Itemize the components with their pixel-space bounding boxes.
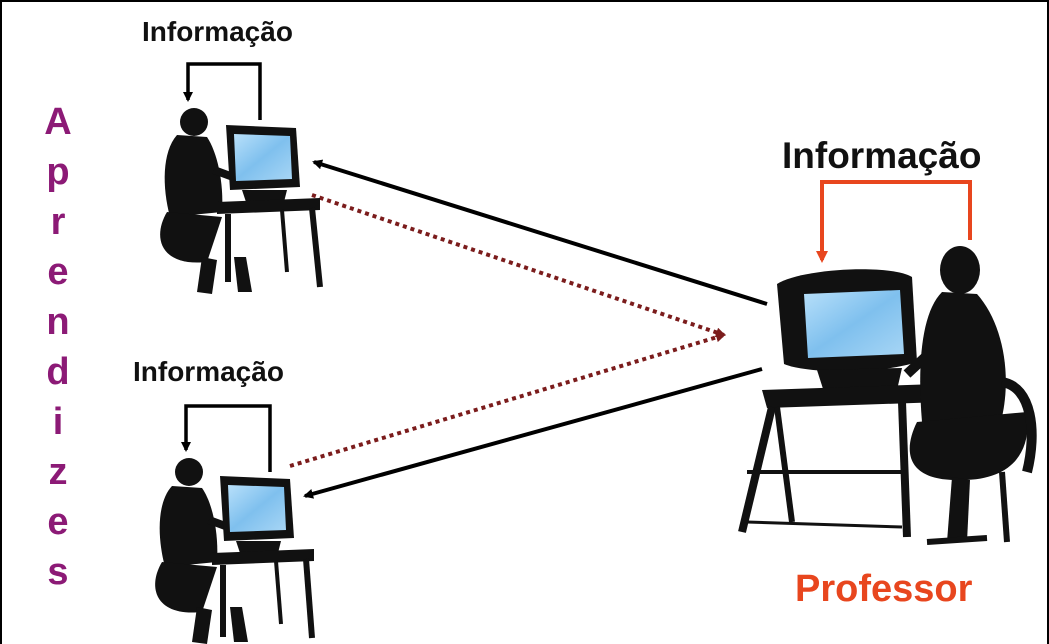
- learners-label-letter: z: [48, 451, 68, 493]
- learners-label-letter: s: [47, 551, 69, 593]
- learners-label-letter: d: [46, 351, 70, 393]
- dotted-arrow-top-learner-to-professor: [311, 193, 726, 338]
- professor-info-label: Informação: [782, 135, 982, 176]
- top-learner-figure: [160, 108, 323, 294]
- professor-label: Professor: [795, 568, 973, 610]
- arrow-professor-to-bottom-learner: [303, 367, 763, 499]
- learners-label-letter: p: [46, 151, 70, 193]
- bottom-learner-monitor: [220, 476, 294, 553]
- bottom-learner-figure: [155, 458, 315, 644]
- learners-label-letter: e: [47, 251, 69, 293]
- feedback-loop-top-learner: [183, 62, 262, 120]
- top-learner-info-label: Informação: [142, 16, 293, 47]
- professor-monitor: [777, 269, 917, 392]
- arrow-professor-to-top-learner: [312, 159, 768, 306]
- top-learner-monitor: [226, 125, 300, 202]
- feedback-loop-professor: [816, 180, 972, 263]
- professor-figure: [738, 246, 1037, 545]
- learners-label-letter: i: [52, 401, 64, 443]
- learners-label-letter: e: [47, 501, 69, 543]
- learners-label-letter: A: [44, 101, 72, 143]
- learners-label-letter: n: [46, 301, 70, 343]
- bottom-learner-info-label: Informação: [133, 356, 284, 387]
- learners-label-letter: r: [50, 201, 66, 243]
- dotted-arrow-bottom-learner-to-professor: [289, 332, 726, 468]
- feedback-loop-bottom-learner: [181, 404, 272, 472]
